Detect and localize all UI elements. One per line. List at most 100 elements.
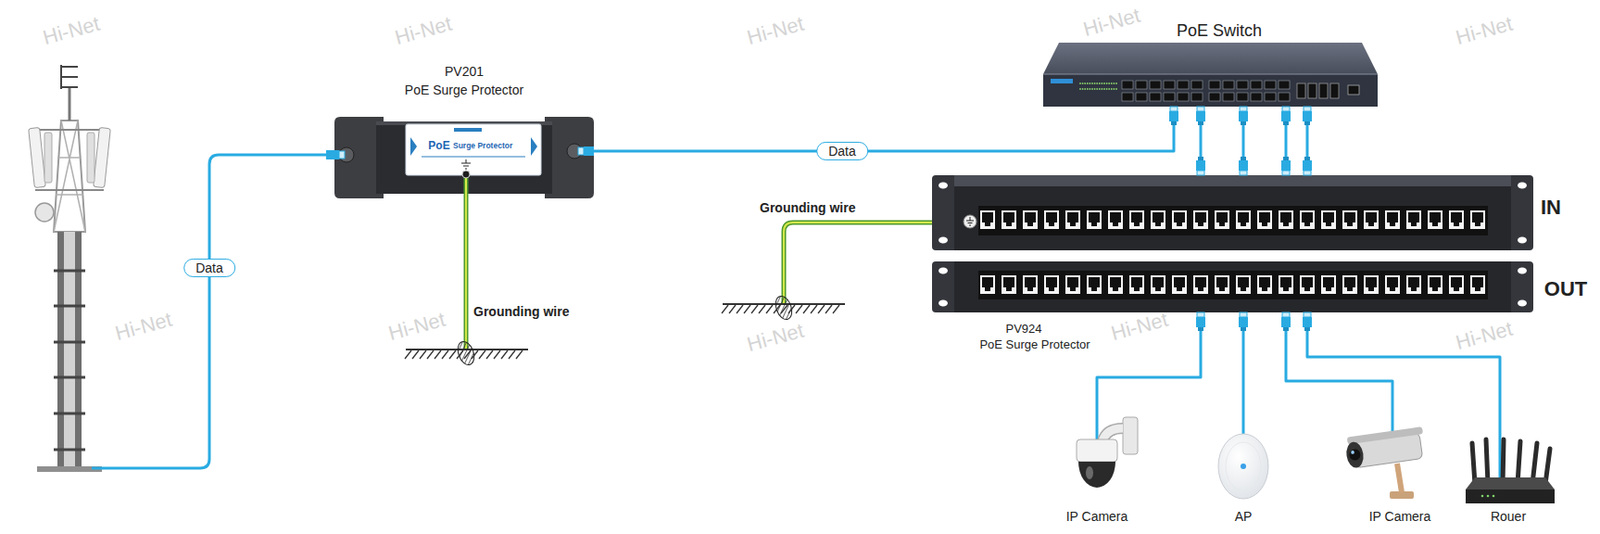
rj45-port bbox=[1129, 275, 1145, 294]
rj45-port bbox=[1240, 222, 1247, 227]
device-label: AP bbox=[1234, 508, 1253, 524]
rj45-port bbox=[1129, 275, 1145, 294]
rj45-plug bbox=[1196, 312, 1205, 317]
watermark: Hi-Net bbox=[744, 12, 807, 51]
rack-panel-out bbox=[938, 300, 948, 307]
switch-led bbox=[1086, 82, 1089, 85]
rack-panel-out bbox=[1517, 267, 1527, 275]
rj45-plug bbox=[1196, 316, 1206, 328]
grounding-wire bbox=[462, 170, 470, 178]
switch-led bbox=[1098, 88, 1101, 90]
data-tag: Data bbox=[816, 141, 869, 161]
rj45-port bbox=[1299, 210, 1315, 229]
rj45-port bbox=[1344, 212, 1356, 223]
rj45-port bbox=[1278, 275, 1294, 294]
rj45-port bbox=[1325, 287, 1332, 291]
rj45-plug bbox=[1196, 312, 1206, 331]
switch-body bbox=[1043, 42, 1378, 75]
ethernet-cable bbox=[593, 106, 1174, 152]
pv201-device bbox=[578, 147, 584, 155]
access-point-icon bbox=[1240, 463, 1247, 469]
switch-led bbox=[1113, 82, 1116, 85]
router-icon bbox=[1465, 435, 1555, 504]
rj45-port bbox=[980, 275, 1486, 294]
watermark: Hi-Net bbox=[113, 307, 176, 346]
rj45-port bbox=[1363, 275, 1379, 294]
switch-port bbox=[1264, 80, 1276, 89]
switch-port bbox=[1222, 92, 1235, 101]
rj45-port bbox=[1368, 222, 1374, 227]
cell-tower bbox=[44, 132, 52, 183]
rj45-plug bbox=[1240, 156, 1247, 161]
rack-panel-out bbox=[1517, 300, 1527, 307]
rj45-port bbox=[1235, 275, 1251, 294]
rj45-plug bbox=[1240, 121, 1247, 126]
rj45-port bbox=[1470, 210, 1486, 229]
switch-led bbox=[1108, 88, 1110, 90]
rj45-port bbox=[1299, 275, 1315, 294]
rj45-port bbox=[1470, 210, 1486, 229]
rj45-plug bbox=[1303, 312, 1311, 317]
switch-body bbox=[1348, 85, 1360, 95]
grounding-wire bbox=[462, 170, 964, 350]
dome-camera-icon bbox=[1076, 439, 1118, 462]
rj45-port bbox=[1214, 275, 1230, 294]
rj45-port bbox=[1453, 287, 1460, 291]
switch-port bbox=[1236, 80, 1248, 89]
rj45-plug bbox=[1169, 111, 1179, 122]
rj45-plug bbox=[1239, 312, 1248, 317]
rj45-port bbox=[1022, 210, 1038, 229]
rj45-plug bbox=[1238, 156, 1248, 176]
rj45-port bbox=[1406, 210, 1422, 229]
ground-hatch bbox=[516, 350, 523, 359]
rj45-port bbox=[1365, 212, 1377, 223]
rj45-port bbox=[1214, 210, 1230, 229]
router-icon bbox=[1465, 489, 1555, 504]
rj45-port bbox=[1133, 222, 1140, 227]
rj45-port bbox=[1171, 275, 1187, 294]
rj45-port bbox=[1152, 277, 1164, 288]
ip-camera: IP Camera bbox=[1337, 408, 1427, 503]
rj45-port bbox=[1173, 277, 1185, 288]
rj45-port bbox=[1365, 277, 1377, 288]
rj45-port bbox=[1386, 212, 1399, 223]
rj45-port bbox=[1280, 277, 1292, 288]
rj45-port bbox=[1321, 275, 1336, 294]
rj45-port bbox=[1150, 210, 1166, 229]
switch-led bbox=[1091, 82, 1094, 85]
rj45-port bbox=[1406, 275, 1422, 294]
ground-hatch bbox=[803, 304, 810, 314]
switch-led bbox=[1115, 82, 1118, 85]
pv201-device bbox=[405, 124, 542, 176]
rj45-port bbox=[1171, 210, 1187, 229]
rj45-port bbox=[1385, 210, 1400, 229]
rj45-port bbox=[1171, 210, 1187, 229]
switch-led bbox=[1086, 88, 1089, 90]
rj45-port bbox=[1108, 210, 1123, 229]
rj45-plug bbox=[1302, 160, 1312, 171]
rj45-port bbox=[1065, 210, 1081, 229]
router-icon bbox=[1481, 494, 1485, 498]
rj45-port bbox=[1216, 212, 1228, 223]
rj45-port bbox=[1363, 275, 1379, 294]
grounding-label: Grounding wire bbox=[473, 303, 569, 319]
rj45-port bbox=[1257, 275, 1273, 294]
switch-port bbox=[1278, 80, 1290, 89]
watermark: Hi-Net bbox=[1453, 12, 1516, 51]
grounding-wire bbox=[465, 176, 467, 350]
rj45-plug bbox=[1281, 316, 1291, 328]
rj45-port bbox=[1150, 275, 1166, 294]
access-point-icon bbox=[1218, 433, 1269, 499]
rj45-port bbox=[1045, 277, 1058, 288]
rj45-port bbox=[1278, 210, 1294, 229]
bullet-camera-icon bbox=[1344, 408, 1427, 499]
dome-camera-icon bbox=[1085, 466, 1094, 479]
rj45-plug bbox=[1304, 121, 1311, 126]
switch-led bbox=[1082, 82, 1084, 85]
ground-hatch bbox=[478, 350, 486, 359]
rj45-plug bbox=[1196, 156, 1206, 176]
ground-hatch bbox=[743, 304, 751, 314]
rj45-port bbox=[1322, 212, 1335, 223]
rj45-port bbox=[1006, 222, 1012, 227]
pv201-device bbox=[339, 147, 354, 163]
